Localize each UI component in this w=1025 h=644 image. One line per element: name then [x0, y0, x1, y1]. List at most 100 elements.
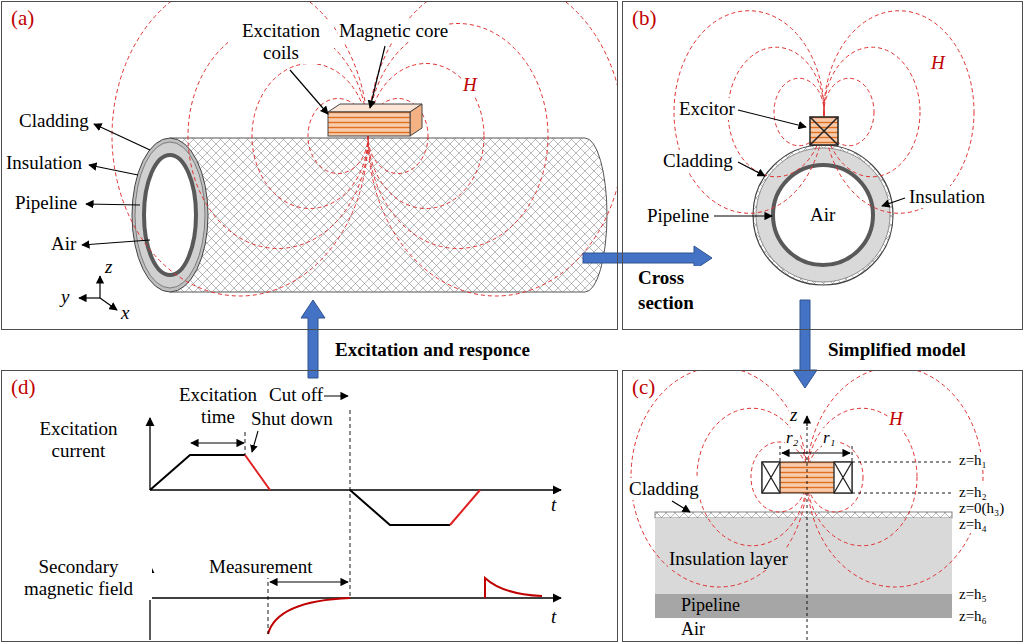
panel-letter: (b)	[623, 2, 666, 35]
drawing-part	[782, 452, 807, 453]
field-line	[112, 2, 368, 296]
drawing-part	[150, 597, 561, 598]
drawing-part	[370, 46, 385, 108]
dimension-lines	[780, 424, 954, 640]
drawing-part	[852, 493, 954, 494]
part-label: x	[120, 302, 130, 324]
field-line	[824, 11, 974, 214]
field-lines	[674, 11, 974, 214]
field-line	[674, 11, 824, 214]
part-label: Insulation	[5, 152, 83, 174]
drawing-part	[485, 578, 542, 598]
drawing-part	[810, 117, 838, 145]
drawing-part	[135, 142, 205, 288]
part-label: Air	[809, 204, 836, 226]
panel-letter: (c)	[623, 371, 664, 404]
drawing-part	[99, 276, 100, 298]
part-label: z=0(h₃)	[958, 500, 1005, 517]
part-label: z=h₁	[958, 452, 988, 469]
leader-lines	[82, 46, 385, 245]
drawing-part	[144, 155, 196, 275]
excitor-symbol	[810, 117, 838, 145]
block-arrow	[301, 300, 325, 378]
field-lines	[112, 2, 617, 296]
part-label: z=h₄	[958, 516, 988, 533]
part-label: Shut down	[250, 408, 334, 430]
connector-label: Simplified model	[826, 338, 968, 363]
part-label: r₁	[822, 428, 837, 448]
part-label: Insulation	[908, 186, 986, 208]
part-label: Measurement	[208, 556, 313, 578]
block-arrow	[793, 300, 817, 388]
part-label: Cladding	[628, 478, 700, 500]
drawing-part	[773, 165, 873, 265]
connector-label: Cross section	[636, 266, 720, 315]
part-label: H	[930, 52, 946, 74]
connector-label: Excitation and responce	[333, 338, 532, 363]
drawing-part	[191, 442, 244, 443]
drawing-part	[86, 204, 140, 205]
drawing-part	[672, 501, 690, 512]
field-line	[807, 371, 983, 587]
drawing-part	[807, 452, 850, 453]
drawing-part	[82, 240, 150, 245]
part-label: Excitation coils	[228, 20, 334, 64]
drawing-part	[350, 490, 450, 525]
drawing-part	[268, 575, 269, 634]
part-label: Secondary magnetic field	[5, 556, 152, 600]
drawing-part	[655, 518, 952, 594]
drawing-part	[852, 446, 853, 462]
drawing-part	[290, 70, 328, 114]
drawing-part	[882, 198, 905, 206]
field-line	[368, 2, 617, 296]
drawing-part	[738, 162, 765, 176]
part-label: Excitation current	[15, 418, 142, 462]
drawing-part	[132, 138, 208, 292]
part-label: Cut off	[268, 384, 324, 406]
drawing-part	[268, 598, 350, 634]
pipe-cross-section	[753, 145, 893, 285]
part-label: Air	[50, 233, 77, 255]
excitation-coil-3d	[328, 104, 422, 136]
drawing-part	[245, 432, 246, 455]
part-label: Magnetic core	[338, 20, 449, 42]
drawing-part	[810, 117, 838, 145]
drawing-part	[756, 148, 890, 282]
part-label: t	[550, 494, 557, 516]
drawing-part	[714, 215, 772, 216]
drawing-part	[753, 145, 893, 285]
part-label: z	[104, 256, 113, 278]
drawing-part	[780, 446, 781, 462]
part-label: Pipeline	[14, 192, 78, 214]
drawing-part	[100, 298, 117, 310]
part-label: H	[888, 408, 904, 430]
part-label: t	[550, 606, 557, 628]
drawing-part	[270, 581, 348, 582]
part-label: y	[60, 286, 70, 308]
part-label: z=h₆	[958, 608, 988, 625]
part-label: Insulation layer	[668, 548, 789, 570]
part-label: Pipeline	[646, 205, 710, 227]
panel-letter: (a)	[2, 2, 43, 35]
drawing-part	[170, 138, 607, 292]
part-label: Pipeline	[680, 595, 741, 616]
drawing-part	[150, 455, 245, 490]
field-line	[824, 47, 920, 177]
drawing-part	[655, 594, 952, 618]
drawing-part	[328, 112, 410, 136]
part-label: Air	[680, 619, 706, 640]
part-label: Cladding	[18, 110, 90, 132]
drawing-part	[94, 124, 150, 150]
drawing-part	[245, 455, 270, 490]
plot-axes	[150, 418, 561, 640]
guide-lines	[245, 410, 350, 634]
drawing-part	[738, 110, 806, 127]
leader-lines	[714, 110, 905, 216]
part-label: z=h₅	[958, 586, 988, 603]
leader-line	[252, 431, 258, 452]
layer-stack	[655, 512, 952, 618]
part-label: Excitor	[678, 98, 736, 120]
waveforms	[150, 455, 542, 634]
